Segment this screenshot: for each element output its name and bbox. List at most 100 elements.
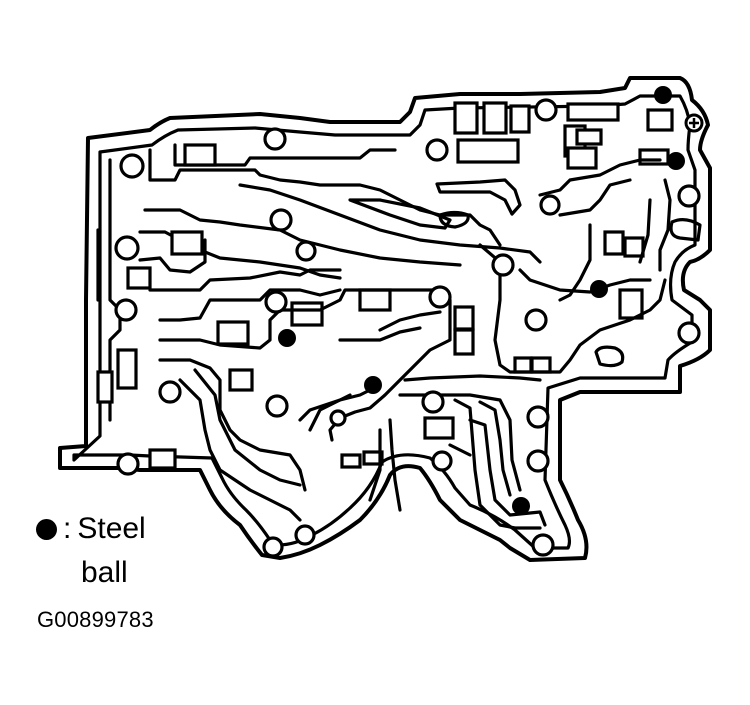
plate-outline [58,76,712,562]
port [453,305,475,331]
channel [138,230,342,280]
channel [538,158,662,197]
steel-ball-legend-icon [36,518,57,540]
port [456,138,520,164]
bolt-hole [531,533,555,557]
bolt-hole [677,321,701,345]
port [509,104,531,134]
bolt-hole [534,98,558,122]
channel [435,178,522,216]
channel [378,310,442,332]
bolt-hole [428,285,452,309]
channel [403,374,542,382]
port [170,230,204,256]
channel [338,326,422,342]
channel [453,398,542,530]
steel-ball [590,280,608,298]
channel [148,148,502,247]
port [566,146,598,170]
plate-inner-edge [72,94,697,550]
bolt-hole [114,235,140,261]
bolt-hole [262,536,284,558]
bolt-hole [158,380,182,404]
port [126,266,152,290]
bolt-hole [524,308,548,332]
channel [178,378,302,522]
bolt-hole [294,524,316,546]
steel-ball [667,152,685,170]
port [228,368,254,392]
bolt-hole [539,194,561,216]
bolt-hole [295,240,317,262]
port [362,450,384,466]
port [340,453,362,469]
channel [108,158,122,422]
steel-ball [278,329,296,347]
port [638,148,670,166]
steel-ball [364,376,382,394]
channel [638,198,652,264]
bolt-hole [269,208,293,232]
channel [478,243,667,374]
port [423,416,455,440]
legend-separator: : [63,512,72,545]
port [216,320,250,346]
channel [398,393,522,492]
bolt-hole [431,450,453,472]
steel-ball [512,497,530,515]
bolt-hole [491,253,515,277]
port [453,101,479,135]
bolt-hole [421,390,445,414]
legend: : Steel ball [36,512,146,590]
port [183,143,217,167]
channel [193,368,302,487]
bolt-hole [329,409,347,427]
channel [388,418,402,512]
screw-mark-icon [684,113,704,133]
figure-id: G00899783 [37,607,154,632]
port [482,101,508,135]
channel [478,400,512,497]
port [290,301,324,327]
legend-label-line2: ball [81,556,128,589]
channel [669,218,702,242]
bolt-hole [264,290,288,314]
bolt-hole [526,449,550,473]
port [530,356,552,374]
port [575,128,603,146]
channel [448,443,472,457]
channel [368,428,382,502]
bolt-hole [677,184,701,208]
legend-label-line1: Steel [77,512,146,545]
channel [138,238,207,274]
slot [116,348,138,390]
bolt-hole [526,405,550,429]
channel [438,210,470,229]
channel [308,393,352,432]
channel [238,183,542,264]
bolt-hole [425,138,449,162]
channel [468,418,547,527]
port [566,102,620,122]
bolt-hole [265,394,289,418]
channel [518,268,652,294]
channel [158,358,307,492]
port [358,288,392,312]
port [453,328,475,356]
bolt-hole [119,153,145,179]
port [623,236,645,258]
channel [158,288,342,322]
bolt-hole [263,127,287,151]
bolt-hole [114,298,138,322]
port [646,108,674,132]
bolt-hole [116,452,140,476]
port [603,230,625,256]
steel-ball [654,86,672,104]
slot [96,370,114,404]
port [618,288,644,320]
channel [148,268,342,292]
channel [594,345,625,368]
port [513,356,533,374]
port [148,448,177,470]
